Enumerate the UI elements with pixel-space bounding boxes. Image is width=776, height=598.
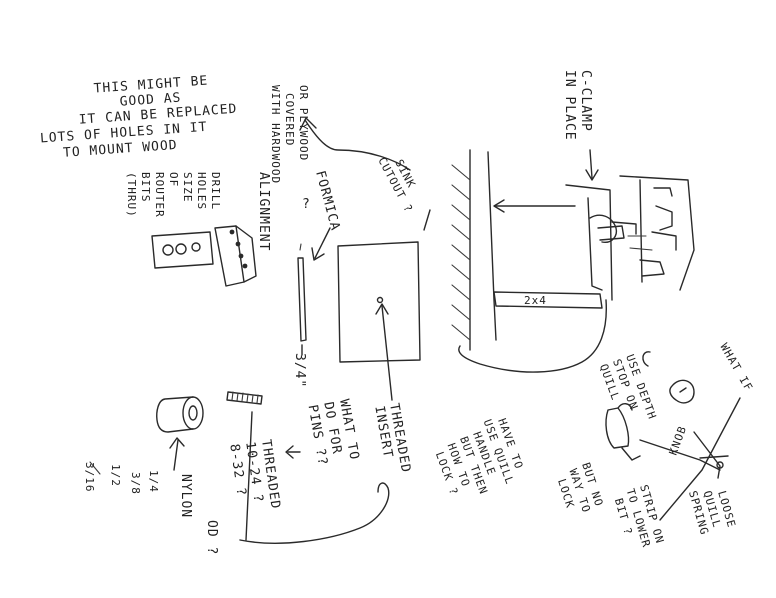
nylon-arrowhead <box>169 437 185 449</box>
formica-strip <box>297 243 307 342</box>
c-clamp-line1: C-CLAMP <box>578 70 593 132</box>
label-two-by-four: 2x4 <box>524 294 547 307</box>
label-fractions: 1/4 3/8 1/2 3/16 <box>83 462 160 495</box>
c-clamp-line2: IN PLACE <box>562 70 577 141</box>
note-loose-quill: LOOSE QUILL SPRING <box>686 489 738 537</box>
note-drill-line6: BITS <box>139 172 152 203</box>
note-drill-line1: DRILL <box>209 172 222 210</box>
pins-arrow-head <box>285 445 294 459</box>
note-what-if: WHAT IF <box>717 341 755 394</box>
note-drill-line4: OF <box>167 172 180 187</box>
note-drill-line7: (THRU) <box>125 172 138 218</box>
frac-slash <box>89 461 101 475</box>
label-c-clamp: C-CLAMP IN PLACE <box>562 70 593 141</box>
threaded-insert-arrowhead <box>375 303 389 315</box>
plywood-pointer-line <box>304 119 411 171</box>
nylon-text: NYLON <box>178 474 193 518</box>
frac-three-eighths: 3/8 <box>129 472 142 495</box>
label-sink-cutout: SINK CUTOUT ? <box>375 155 418 215</box>
three-quarter-text: 3/4" <box>292 353 307 388</box>
formica-question: ? <box>302 197 311 212</box>
frac-3-16: 3/16 <box>83 462 96 493</box>
formica-pointer-head <box>311 247 325 261</box>
note-have-to: HAVE TO USE QUILL HANDLE BUT THEN HOW TO… <box>433 417 526 498</box>
nylon-pointer <box>173 439 179 471</box>
label-nylon: NYLON <box>178 474 193 518</box>
note-plywood-line3: WITH HARDWOOD <box>269 85 282 184</box>
note-drill-line3: SIZE <box>181 172 194 203</box>
sink-slash <box>423 209 431 231</box>
what-if-text: WHAT IF <box>717 341 755 394</box>
note-drill-holes: DRILL HOLES SIZE OF ROUTER BITS (THRU) <box>125 172 222 218</box>
frac-half: 1/2 <box>109 464 122 487</box>
quill-diagram <box>605 397 741 521</box>
od-text: OD ? <box>204 520 219 555</box>
alignment-text: ALIGNMENT <box>256 172 271 251</box>
note-but-no: BUT NO WAY TO LOCK <box>555 461 606 515</box>
c-clamp-arrowhead <box>585 169 599 181</box>
threaded-size-line3: 8-32 ? <box>226 443 248 498</box>
note-threaded-sizes: THREADED 10-24 ? 8-32 ? <box>226 438 282 510</box>
pins-connection-curve <box>239 482 390 544</box>
note-strip: STRIP ON TO LOWER BIT ? <box>612 483 667 549</box>
table-top-board <box>337 241 421 363</box>
router-table-cross-section <box>451 149 695 373</box>
label-threaded-insert: THREADED INSERT <box>371 402 413 474</box>
note-what-to-do: WHAT TO DO FOR PINS ?? <box>305 398 362 467</box>
note-drill-line2: HOLES <box>195 172 208 210</box>
plywood-pointer-arrowhead <box>299 117 317 131</box>
note-plywood-line2: COVERED <box>283 93 296 146</box>
frac-quarter: 1/4 <box>147 470 160 493</box>
formica-pointer <box>314 227 331 259</box>
label-three-quarter: 3/4" <box>292 353 307 388</box>
knob-text: KNOB <box>667 424 690 457</box>
router-hole-marker <box>376 296 384 304</box>
knob-shape <box>669 379 695 404</box>
nylon-spacer <box>156 396 204 433</box>
label-alignment: ALIGNMENT <box>256 172 271 251</box>
note-plywood: OR PLYWOOD COVERED WITH HARDWOOD <box>269 85 310 184</box>
threaded-insert-pointer <box>381 305 393 401</box>
threaded-rod <box>226 391 263 405</box>
note-might-be-good: THIS MIGHT BE GOOD AS IT CAN BE REPLACED… <box>40 74 238 161</box>
c-clamp-pointer <box>589 149 593 179</box>
drilled-plate <box>151 231 214 269</box>
label-formica: FORMICA <box>312 169 342 233</box>
use-depth-bracket <box>642 351 651 367</box>
alignment-bar <box>214 225 257 287</box>
note-drill-line5: ROUTER <box>153 172 166 218</box>
threaded-rod-leader <box>245 411 253 541</box>
note-might-line2: GOOD AS <box>119 91 182 110</box>
label-od: OD ? <box>204 520 219 555</box>
formica-text: FORMICA <box>312 169 342 233</box>
label-knob: KNOB <box>667 424 690 457</box>
